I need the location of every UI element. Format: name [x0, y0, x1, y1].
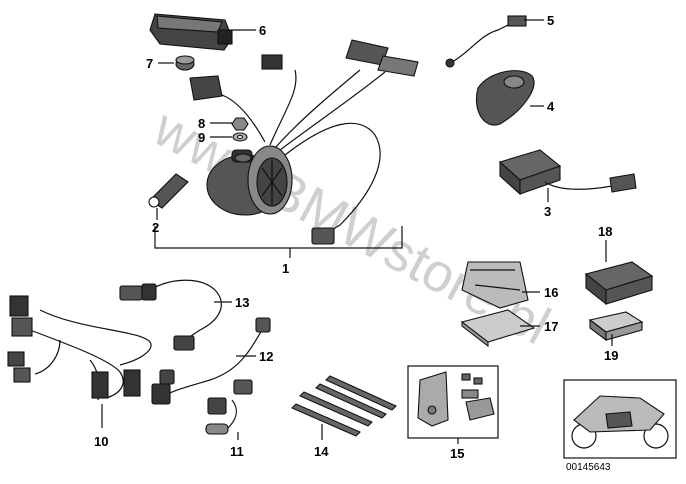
- part-6-module: [149, 13, 233, 51]
- part-9-washer: [232, 132, 248, 142]
- part-8-nut: [231, 117, 249, 131]
- part-14-cable-ties: [291, 375, 397, 437]
- callout-18: 18: [598, 224, 612, 239]
- callout-4: 4: [547, 99, 555, 114]
- part-3-control-unit: [498, 149, 637, 196]
- part-5-sensor-cable: [445, 15, 527, 68]
- callout-13: 13: [235, 295, 249, 310]
- part-19-socket: [588, 311, 644, 342]
- part-10-main-harness: [7, 295, 152, 401]
- part-15-mounting-kit: [407, 365, 499, 439]
- part-1-siren-harness: [189, 39, 419, 245]
- callout-2: 2: [152, 220, 159, 235]
- callout-17: 17: [544, 319, 558, 334]
- callout-5: 5: [547, 13, 554, 28]
- bracket-1: [154, 226, 403, 249]
- part-4-remote: [476, 70, 535, 126]
- part-7-cap: [175, 55, 195, 71]
- callout-19: 19: [604, 348, 618, 363]
- reference-code: 00145643: [566, 462, 611, 473]
- part-18-relay: [584, 261, 654, 306]
- callout-1: 1: [282, 261, 289, 276]
- callout-10: 10: [94, 434, 108, 449]
- callout-9: 9: [198, 130, 205, 145]
- callout-3: 3: [544, 204, 551, 219]
- part-12-cable: [151, 317, 271, 405]
- callout-7: 7: [146, 56, 153, 71]
- part-17-plate: [460, 309, 536, 348]
- callout-8: 8: [198, 116, 205, 131]
- part-16-bracket: [461, 261, 529, 309]
- callout-6: 6: [259, 23, 266, 38]
- motorcycle-thumbnail: [563, 379, 677, 459]
- callout-15: 15: [450, 446, 464, 461]
- callout-11: 11: [230, 444, 244, 459]
- callout-14: 14: [314, 444, 329, 459]
- callout-12: 12: [259, 349, 273, 364]
- part-11-fuse-holder: [205, 379, 253, 435]
- callout-16: 16: [544, 285, 558, 300]
- part-13-adapter-cable: [119, 279, 222, 351]
- part-2-key-fob: [148, 173, 189, 209]
